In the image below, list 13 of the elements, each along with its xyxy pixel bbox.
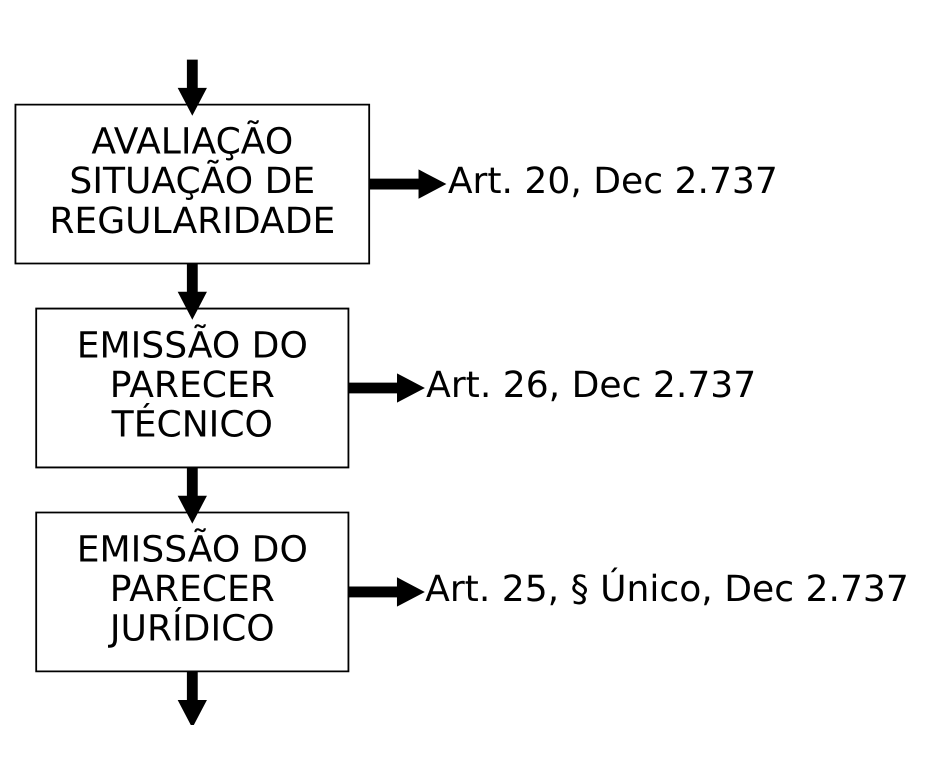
node-text: Art. 26, Dec 2.737 — [426, 364, 756, 406]
arrow — [178, 59, 207, 116]
node-text: Art. 25, § Único, Dec 2.737 — [425, 567, 909, 610]
arrow — [178, 263, 207, 320]
node-text: Art. 20, Dec 2.737 — [448, 160, 778, 202]
node-box: EMISSÃO DO PARECER TÉCNICO — [35, 307, 350, 468]
arrow — [348, 372, 425, 402]
arrow — [370, 168, 446, 198]
arrow — [348, 576, 425, 606]
node-box: EMISSÃO DO PARECER JURÍDICO — [35, 511, 350, 672]
node-box: AVALIAÇÃO SITUAÇÃO DE REGULARIDADE — [14, 103, 370, 264]
arrow — [178, 467, 207, 524]
arrow — [178, 670, 207, 724]
